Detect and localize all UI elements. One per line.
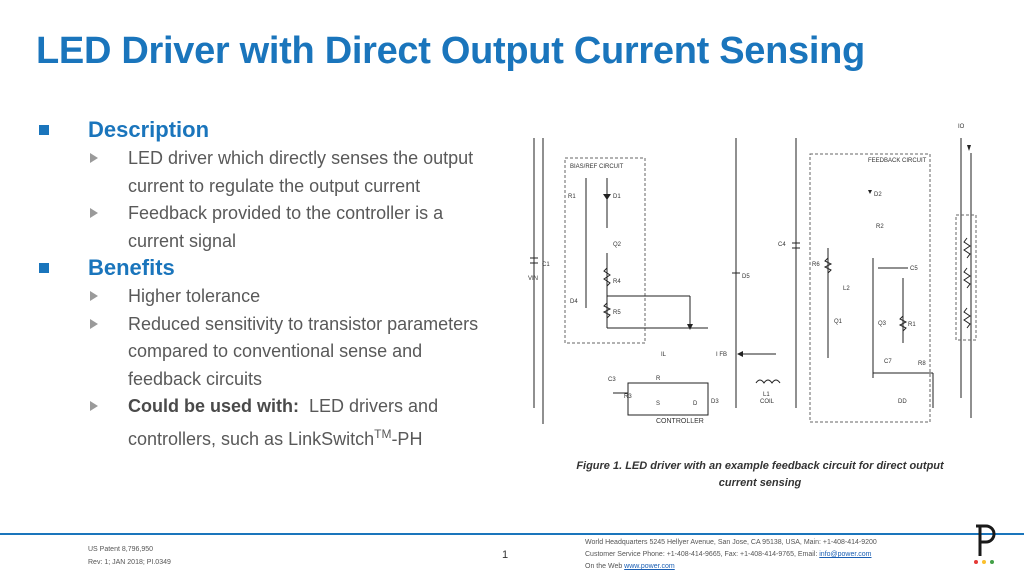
label-r4: R4 — [613, 279, 621, 285]
label-q1: Q1 — [834, 319, 843, 325]
customer-service-text: Customer Service Phone: +1-408-414-9665,… — [585, 549, 877, 561]
list-item: Feedback provided to the controller is a… — [38, 200, 498, 255]
feedback-circuit-label: FEEDBACK CIRCUIT — [868, 158, 927, 164]
label-vin: VIN — [528, 276, 538, 282]
list-item-text: Higher tolerance — [128, 286, 261, 306]
label-r3: R3 — [624, 394, 632, 400]
web-text: On the Web www.power.com — [585, 561, 877, 573]
web-prefix: On the Web — [585, 563, 625, 570]
list-item-text: LED drivers and controllers, such as Lin… — [128, 396, 439, 449]
list-item: LED driver which directly senses the out… — [38, 145, 498, 200]
label-r5: R5 — [613, 310, 621, 316]
patent-text: US Patent 8,796,950 — [88, 546, 153, 553]
section-heading: Description — [88, 117, 210, 142]
triangle-bullet-icon — [90, 153, 98, 163]
label-c5: C5 — [910, 266, 918, 272]
bullet-list: Description LED driver which directly se… — [38, 117, 498, 453]
square-bullet-icon — [39, 125, 49, 135]
square-bullet-icon — [39, 263, 49, 273]
label-c7: C7 — [884, 359, 892, 365]
label-r2: R2 — [876, 224, 884, 230]
label-coil: COIL — [760, 399, 775, 405]
headquarters-text: World Headquarters 5245 Hellyer Avenue, … — [585, 539, 877, 546]
label-d2: D2 — [874, 192, 882, 198]
list-item: Reduced sensitivity to transistor parame… — [38, 311, 498, 394]
label-io: IO — [958, 124, 965, 130]
label-r8: R8 — [918, 361, 926, 367]
label-r1b: R1 — [908, 322, 916, 328]
label-q3: Q3 — [878, 321, 887, 327]
triangle-bullet-icon — [90, 291, 98, 301]
controller-label: CONTROLLER — [656, 418, 704, 425]
power-integrations-logo-icon — [974, 524, 996, 564]
label-d4: D4 — [570, 299, 578, 305]
list-item-text: Reduced sensitivity to transistor parame… — [128, 313, 479, 389]
label-l2: L2 — [843, 286, 850, 292]
triangle-bullet-icon — [90, 401, 98, 411]
email-link[interactable]: info@power.com — [819, 551, 872, 558]
list-item-text: LED driver which directly senses the out… — [128, 148, 474, 196]
footer-left: US Patent 8,796,950 Rev: 1; JAN 2018; PI… — [88, 543, 171, 569]
figure-caption: Figure 1. LED driver with an example fee… — [576, 460, 944, 489]
revision-text: Rev: 1; JAN 2018; PI.0349 — [88, 559, 171, 566]
trademark: TM — [374, 426, 392, 441]
footer-right: World Headquarters 5245 Hellyer Avenue, … — [585, 537, 877, 573]
section-description: Description — [38, 117, 498, 145]
label-q2: Q2 — [613, 242, 622, 248]
bias-circuit-label: BIAS/REF CIRCUIT — [570, 164, 624, 170]
label-r1: R1 — [568, 194, 576, 200]
label-l1: L1 — [763, 392, 770, 398]
label-c4: C4 — [778, 242, 786, 248]
label-d3: D3 — [711, 399, 719, 405]
list-item-bold: Could be used with: — [128, 396, 299, 416]
label-c1: C1 — [542, 262, 550, 268]
list-item-text: Feedback provided to the controller is a… — [128, 203, 444, 251]
customer-service-prefix: Customer Service Phone: +1-408-414-9665,… — [585, 551, 820, 558]
label-d1: D1 — [613, 194, 621, 200]
footer-divider — [0, 533, 1024, 535]
page-number: 1 — [502, 549, 509, 561]
label-ifb: I FB — [716, 352, 727, 358]
label-r6: R6 — [812, 262, 820, 268]
circuit-diagram: BIAS/REF CIRCUIT FEEDBACK CIRCUIT CONTRO… — [528, 124, 977, 425]
triangle-bullet-icon — [90, 208, 98, 218]
list-item: Could be used with: LED drivers and cont… — [38, 393, 498, 453]
section-benefits: Benefits — [38, 255, 498, 283]
label-c3: C3 — [608, 377, 616, 383]
list-item-text: -PH — [391, 428, 423, 449]
label-il: IL — [661, 352, 667, 358]
label-s: S — [656, 401, 660, 407]
page-title: LED Driver with Direct Output Current Se… — [36, 30, 865, 72]
triangle-bullet-icon — [90, 318, 98, 329]
label-dd: DD — [898, 399, 907, 405]
label-d5: D5 — [742, 274, 750, 280]
website-link[interactable]: www.power.com — [624, 563, 675, 570]
section-heading: Benefits — [88, 255, 175, 280]
label-r: R — [656, 376, 661, 382]
label-d: D — [693, 401, 698, 407]
list-item: Higher tolerance — [38, 283, 498, 311]
